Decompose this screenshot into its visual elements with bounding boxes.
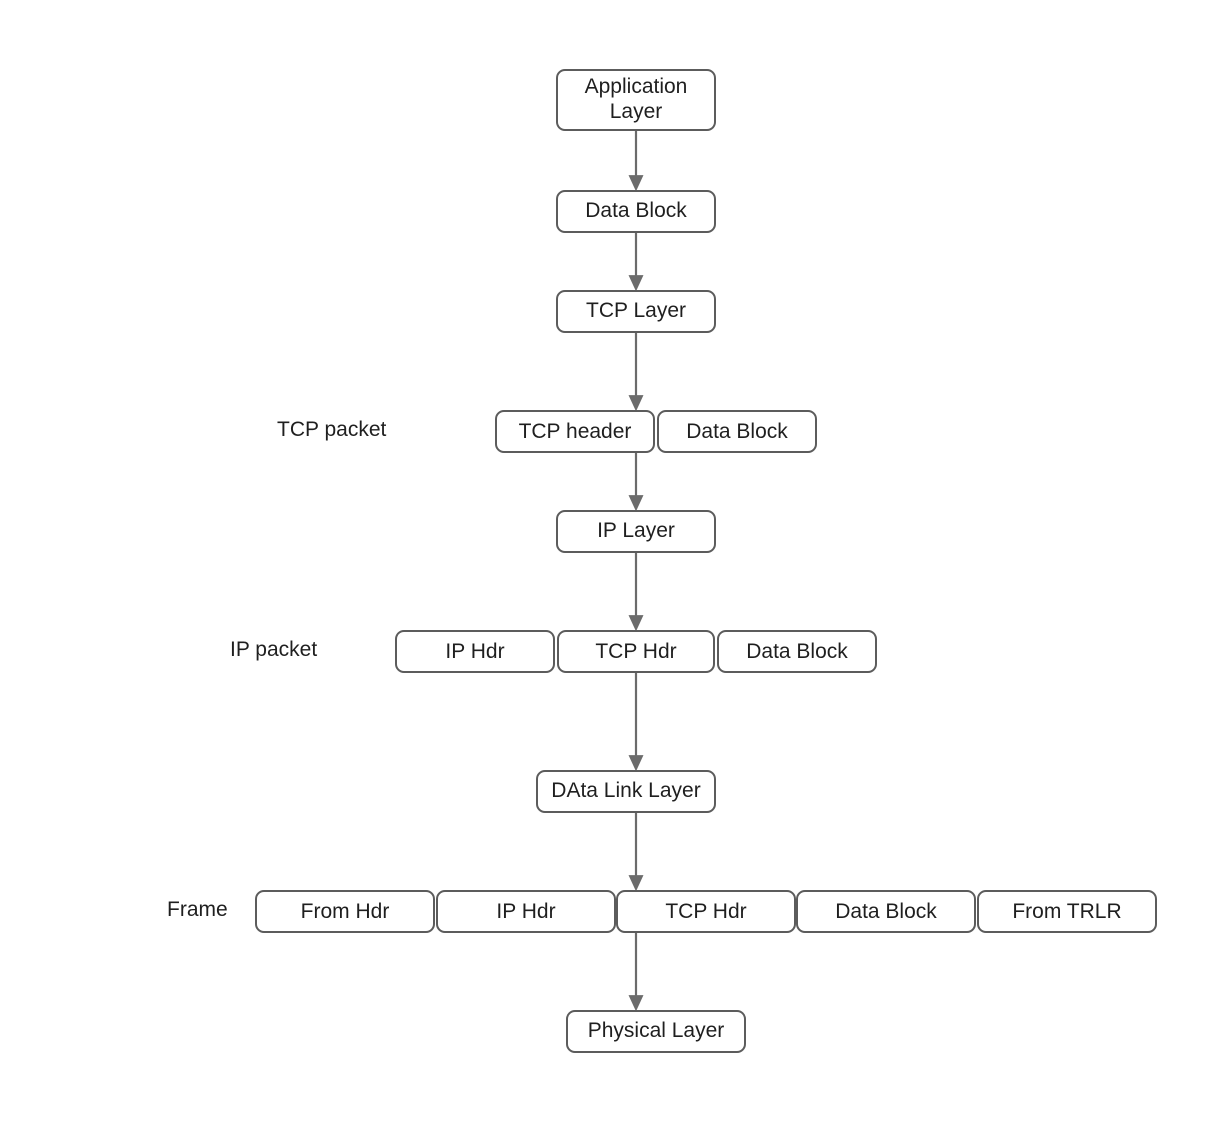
node-tcp-layer[interactable]: TCP Layer bbox=[556, 290, 716, 333]
segment-frame-from-trlr[interactable]: From TRLR bbox=[977, 890, 1157, 933]
segment-frame-data-block[interactable]: Data Block bbox=[796, 890, 976, 933]
segment-frame-ip-hdr[interactable]: IP Hdr bbox=[436, 890, 616, 933]
segment-tcp-packet-data-block[interactable]: Data Block bbox=[657, 410, 817, 453]
segment-ip-packet-tcp-hdr[interactable]: TCP Hdr bbox=[557, 630, 715, 673]
segment-tcp-header[interactable]: TCP header bbox=[495, 410, 655, 453]
segment-ip-packet-data-block[interactable]: Data Block bbox=[717, 630, 877, 673]
row-label-ip-packet: IP packet bbox=[230, 638, 318, 661]
node-data-link-layer[interactable]: DAta Link Layer bbox=[536, 770, 716, 813]
segment-frame-tcp-hdr[interactable]: TCP Hdr bbox=[616, 890, 796, 933]
node-data-block[interactable]: Data Block bbox=[556, 190, 716, 233]
node-physical-layer[interactable]: Physical Layer bbox=[566, 1010, 746, 1053]
row-label-tcp-packet: TCP packet bbox=[277, 418, 387, 441]
segment-ip-hdr[interactable]: IP Hdr bbox=[395, 630, 555, 673]
node-application-layer[interactable]: Application Layer bbox=[556, 69, 716, 131]
node-ip-layer[interactable]: IP Layer bbox=[556, 510, 716, 553]
segment-frame-from-hdr[interactable]: From Hdr bbox=[255, 890, 435, 933]
row-label-frame: Frame bbox=[167, 898, 228, 921]
